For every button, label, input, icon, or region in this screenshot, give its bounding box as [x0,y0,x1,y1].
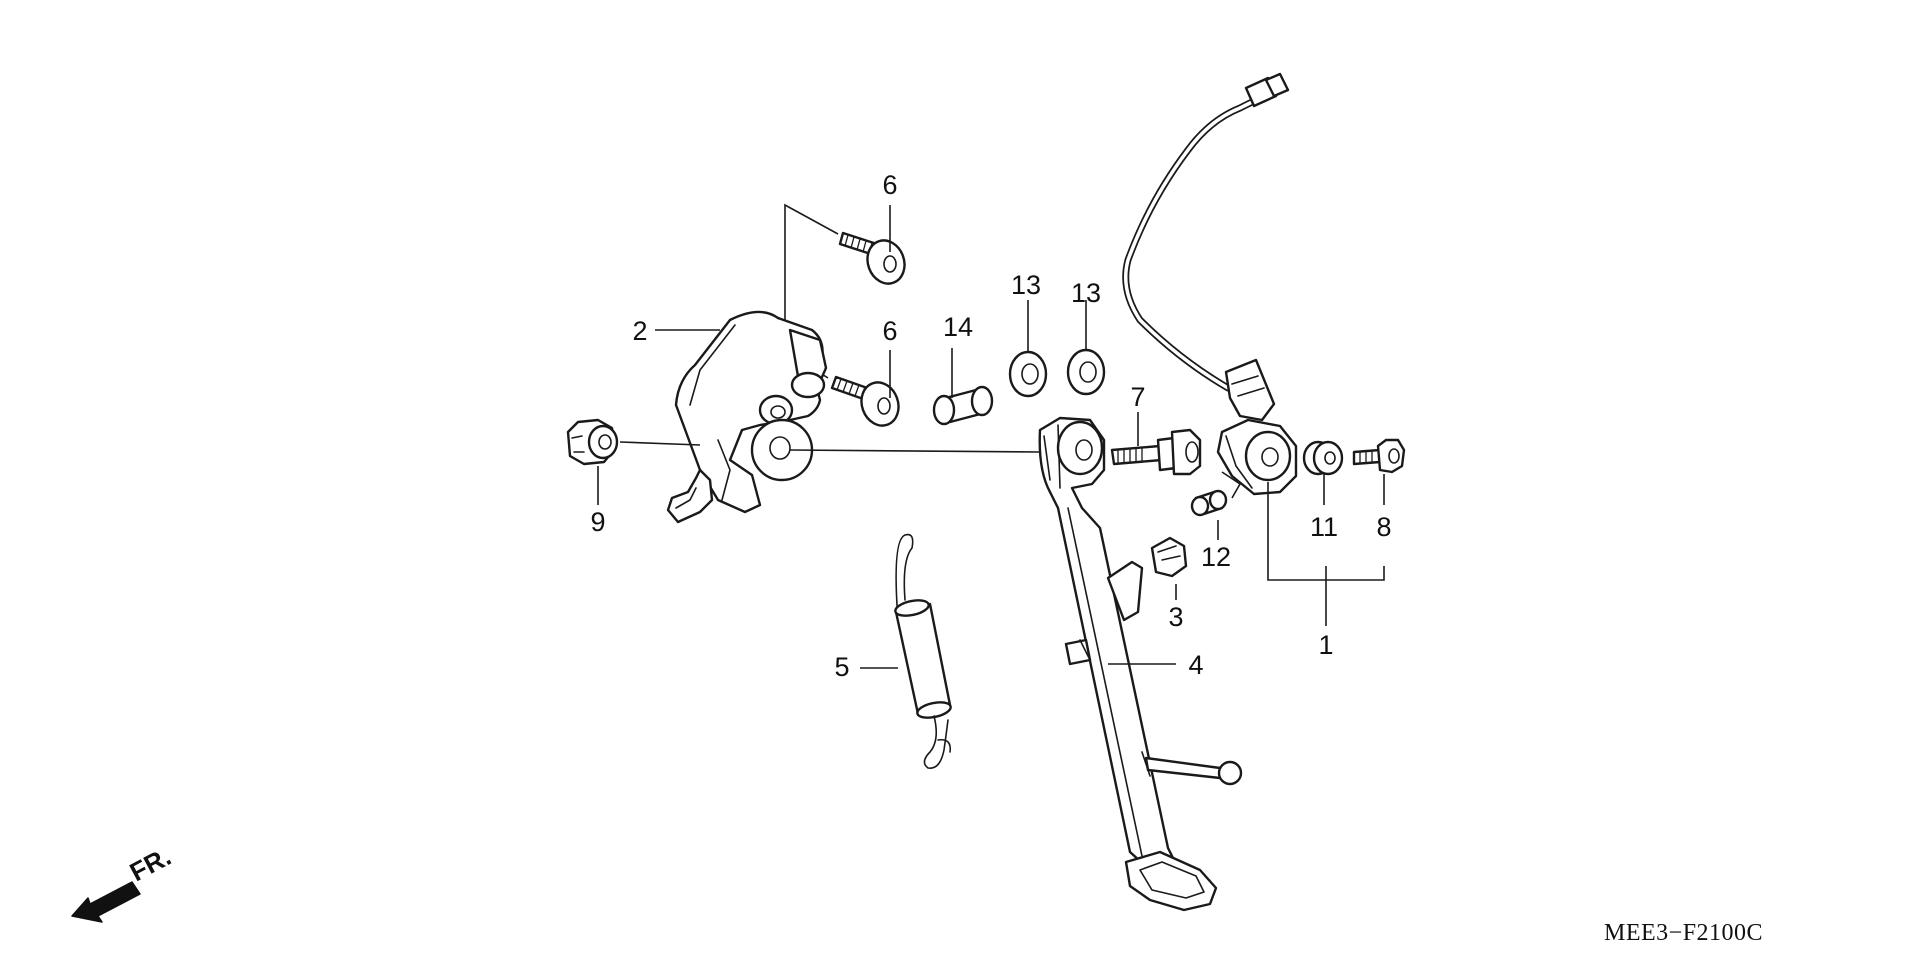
part-6-bolt-lower [830,375,900,427]
callout-7: 7 [1130,382,1145,412]
part-6-bolt-upper [838,231,906,285]
part-2-bracket [666,310,828,524]
part-12-collar [1190,489,1228,517]
part-13-washer-b [1066,348,1106,396]
front-arrow-icon [71,881,141,923]
part-1-switch [1122,72,1298,499]
leader-lines [597,205,1385,669]
callout-11: 11 [1310,512,1338,542]
part-11-washer [1302,440,1344,476]
bolt-6-bracket-line [784,203,839,345]
part-13-washer-a [1008,350,1048,398]
callout-3: 3 [1168,602,1183,632]
part-7-pivot-bolt [1110,428,1202,476]
callout-2: 2 [632,316,647,346]
part-9-nut [566,418,619,466]
diagram-code: MEE3−F2100C [1604,920,1764,946]
callout-9: 9 [590,507,605,537]
callouts: 6 2 6 14 13 13 7 9 12 3 4 5 11 8 1 [590,170,1391,682]
part-3-cap [1150,536,1188,578]
part-4-side-stand [1038,416,1243,912]
callout-6-lower: 6 [882,316,897,346]
callout-13-a: 13 [1011,270,1041,300]
part-5-spring [894,533,952,769]
callout-13-b: 13 [1071,278,1101,308]
callout-14: 14 [943,312,973,342]
front-direction-label: FR. [125,841,176,887]
pivot-axis-line [619,441,1041,453]
callout-12: 12 [1201,542,1231,572]
callout-6-upper: 6 [882,170,897,200]
part-8-bolt [1352,438,1406,474]
front-direction-arrow: FR. [71,841,176,923]
callout-1: 1 [1318,630,1333,660]
callout-5: 5 [834,652,849,682]
part-14-collar [932,385,994,426]
callout-4: 4 [1188,650,1203,680]
callout-8: 8 [1376,512,1391,542]
